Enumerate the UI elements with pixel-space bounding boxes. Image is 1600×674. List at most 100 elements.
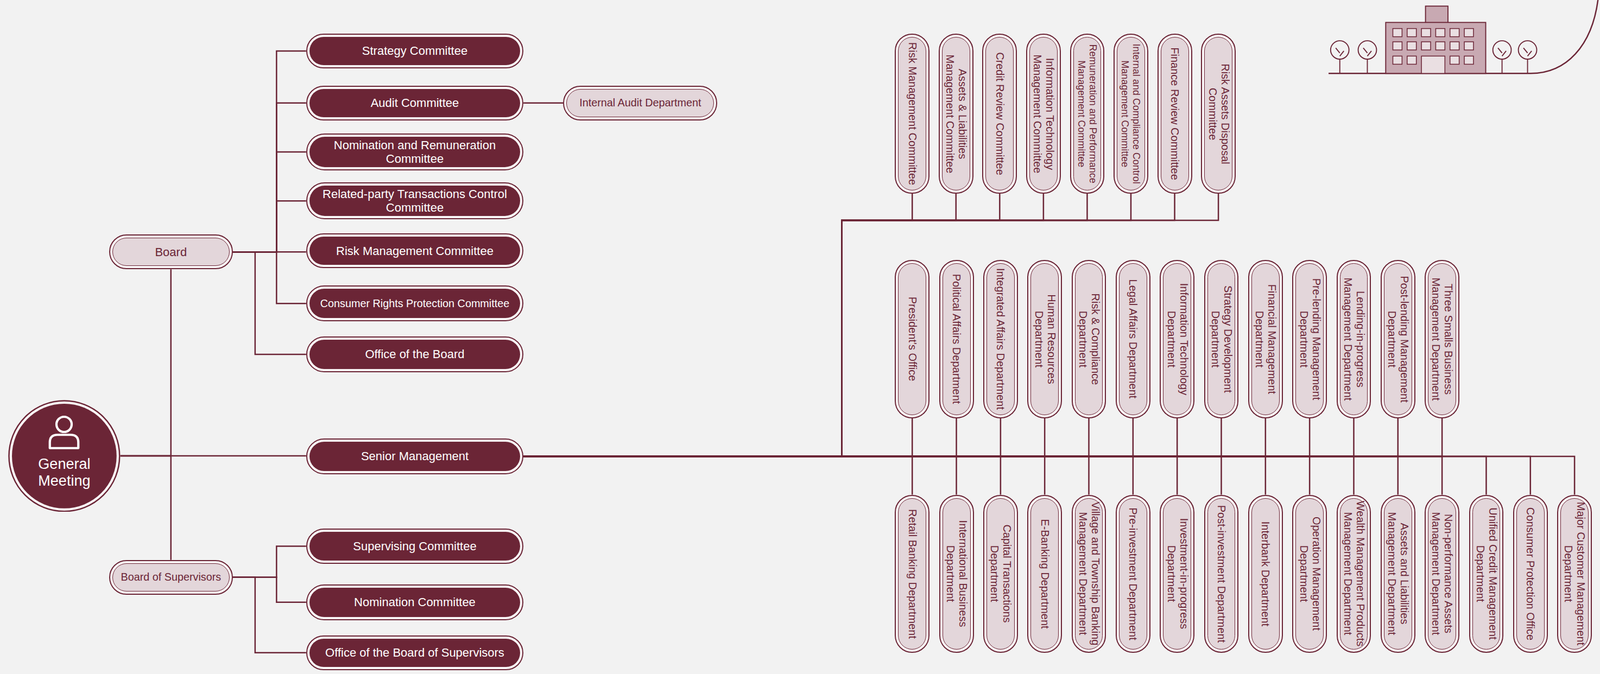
node-label: Lending-in-progress Management Departmen… xyxy=(1341,264,1366,414)
department-box: Village and Township Banking Management … xyxy=(1071,495,1107,654)
committee-box: Audit Committee xyxy=(306,85,524,121)
committee-box: Consumer Rights Protection Committee xyxy=(306,285,524,322)
department-box: Pre-lending Management Department xyxy=(1292,260,1327,419)
node-label: President's Office xyxy=(906,264,919,414)
department-box: Information Technology Management Commit… xyxy=(1026,33,1061,194)
department-box: Legal Affairs Department xyxy=(1115,260,1151,419)
department-box: Assets and Liabilities Management Depart… xyxy=(1380,495,1416,654)
node-label: Post-lending Management Department xyxy=(1385,264,1411,414)
node-label: Remuneration and Performance Management … xyxy=(1076,38,1099,189)
department-box: Information Technology Department xyxy=(1159,260,1195,419)
connector xyxy=(523,418,1399,457)
window xyxy=(1407,41,1417,50)
connector xyxy=(523,456,1266,495)
node-label: Human Resources Department xyxy=(1032,264,1058,414)
connector xyxy=(523,193,913,457)
connector xyxy=(523,456,1089,495)
department-box: E-Banking Department xyxy=(1027,495,1062,654)
node-label: Information Technology Management Commit… xyxy=(1031,38,1056,189)
tree-branch xyxy=(1527,51,1533,56)
node-label: Internal and Compliance Control Manageme… xyxy=(1119,38,1142,189)
committee-box: Nomination and Remuneration Committee xyxy=(306,133,524,171)
department-box: Risk Assets Disposal Committee xyxy=(1200,33,1236,194)
node-label: Credit Review Committee xyxy=(993,38,1007,189)
node-label: Related-party Transactions Control Commi… xyxy=(315,187,514,215)
committee-box: Nomination Committee xyxy=(306,584,524,621)
node-label: Political Affairs Department xyxy=(950,264,963,414)
node-label: General Meeting xyxy=(23,456,105,490)
node-label: Board of Supervisors xyxy=(120,571,221,584)
node-label: Risk Management Committee xyxy=(336,244,494,258)
node-label: E-Banking Department xyxy=(1038,500,1052,649)
node-label: Consumer Protection Office xyxy=(1523,500,1537,649)
connector xyxy=(523,193,1131,457)
window xyxy=(1392,55,1402,65)
connector xyxy=(523,193,1000,457)
connector xyxy=(523,456,1310,495)
node-label: Unified Credit Management Department xyxy=(1473,500,1499,649)
connector xyxy=(523,418,1089,457)
connector xyxy=(523,418,913,457)
connector xyxy=(232,152,307,252)
node-label: Risk & Compliance Department xyxy=(1076,264,1102,414)
node-label: Retail Banking Department xyxy=(906,500,919,649)
tree-branch xyxy=(1497,47,1503,53)
tree-branch xyxy=(1363,47,1368,53)
connector xyxy=(232,577,307,603)
tree-branch xyxy=(1367,51,1372,56)
connector xyxy=(523,193,1219,457)
window xyxy=(1392,41,1402,50)
node-label: Non-performance Assets Management Depart… xyxy=(1429,500,1455,649)
department-box: Financial Management Department xyxy=(1248,260,1283,419)
connector xyxy=(232,251,307,355)
connector xyxy=(523,456,913,495)
node-label: Office of the Board xyxy=(364,347,465,362)
window xyxy=(1421,41,1431,50)
connector xyxy=(523,456,1001,495)
department-box: Internal and Compliance Control Manageme… xyxy=(1113,33,1149,194)
node-label: Interbank Department xyxy=(1259,500,1272,649)
window xyxy=(1450,28,1460,37)
committee-box: Senior Management xyxy=(306,438,524,475)
connector xyxy=(523,456,957,495)
connector xyxy=(523,418,1178,457)
circle-fill xyxy=(11,403,117,509)
department-box: Strategy Development Department xyxy=(1204,260,1239,419)
node-label: Financial Management Department xyxy=(1253,264,1279,414)
department-box: Integrated Affairs Department xyxy=(983,260,1018,419)
department-box: Capital Transactions Department xyxy=(983,495,1018,654)
department-box: Credit Review Committee xyxy=(982,33,1017,194)
window xyxy=(1435,41,1445,50)
department-box: Assets & Liabilities Management Committe… xyxy=(938,33,974,194)
body-box: Board of Supervisors xyxy=(109,560,233,596)
node-label: Information Technology Department xyxy=(1164,264,1190,414)
connector xyxy=(120,269,172,457)
connector xyxy=(232,251,307,304)
department-box: President's Office xyxy=(894,260,930,419)
department-box: International Business Department xyxy=(939,495,975,654)
connector xyxy=(523,456,1399,495)
connector xyxy=(523,418,1045,457)
ground-line xyxy=(1328,0,1598,74)
node-label: Finance Review Committee xyxy=(1168,38,1181,189)
node-label: Senior Management xyxy=(361,449,469,464)
department-box: Human Resources Department xyxy=(1027,260,1062,419)
node-label: Wealth Management Products Management De… xyxy=(1341,500,1366,649)
department-box: Interbank Department xyxy=(1248,495,1283,654)
window xyxy=(1435,28,1445,37)
connector xyxy=(523,418,1266,457)
department-box: Wealth Management Products Management De… xyxy=(1336,495,1372,654)
node-label: Operation Management Department xyxy=(1297,500,1323,649)
connector xyxy=(120,456,172,561)
connector xyxy=(523,456,1134,495)
tree-branch xyxy=(1502,51,1507,56)
building-tower xyxy=(1425,5,1448,24)
committee-box: Office of the Board xyxy=(306,336,524,373)
person-head xyxy=(56,416,72,433)
tree-crown xyxy=(1330,40,1350,60)
department-box: Lending-in-progress Management Departmen… xyxy=(1336,260,1372,419)
door xyxy=(1421,55,1445,74)
body-box: Board xyxy=(109,234,233,270)
connector xyxy=(523,456,1443,495)
